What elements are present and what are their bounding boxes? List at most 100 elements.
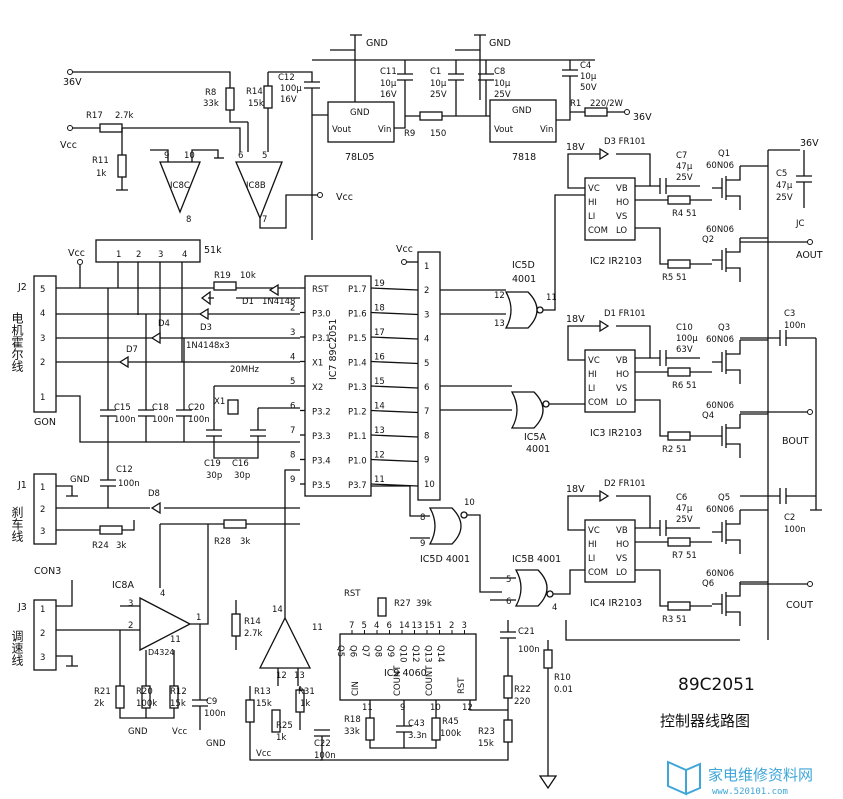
driver-pin-right: LO <box>616 398 627 408</box>
mcu-pin-name-left: RST <box>312 285 329 295</box>
counter-pin9: 9 <box>400 703 405 713</box>
mcu-pin-num-right: 13 <box>374 426 385 436</box>
c1-value: 10μ <box>430 79 447 89</box>
ic5d-bottom-pin9: 9 <box>420 539 425 549</box>
c11-value: 10μ <box>380 79 397 89</box>
r10-ref: R10 <box>554 673 571 683</box>
mosfet-ref: Q5 <box>718 493 730 503</box>
opamp4-pin13: 13 <box>294 671 305 681</box>
c43-ref: C43 <box>408 719 425 729</box>
resistor-r17 <box>99 123 123 133</box>
connector-10pin-num: 8 <box>424 431 429 441</box>
counter-pin-num: 5 <box>362 621 367 631</box>
resistor-r25 <box>295 689 305 713</box>
cap-c11 <box>394 60 413 129</box>
driver-pin-left: VC <box>588 356 600 366</box>
driver-pin-right: VS <box>616 212 627 222</box>
connector-10pin-num: 5 <box>424 359 429 369</box>
resistor-r11 <box>117 154 127 178</box>
cap-c15 <box>100 288 116 442</box>
ic5d-top-pin13: 13 <box>494 319 505 329</box>
driver-18v-label: 18V <box>566 314 585 325</box>
wire-ic5d-bottom <box>371 485 502 593</box>
ic5a-ref: IC5A <box>524 432 546 443</box>
mcu-pin-num-left: 7 <box>290 426 295 436</box>
c9-value: 100n <box>204 709 226 719</box>
mosfet-ref: Q1 <box>718 149 730 159</box>
c43-value: 3.3n <box>408 731 427 741</box>
mcu-pin-name-left: P3.4 <box>312 457 331 467</box>
cap-c1 <box>448 60 464 116</box>
mcu-pin-num-left: 9 <box>290 475 295 485</box>
mcu-pin-num-left: 6 <box>290 402 295 412</box>
ic5d-bottom-pin8: 8 <box>420 513 425 523</box>
regulator-78l05 <box>327 101 395 143</box>
j2-name: 电机霍尔线 <box>10 312 24 372</box>
c16-ref: C16 <box>232 459 249 469</box>
title-caption: 控制器线路图 <box>660 712 750 730</box>
bootstrap-cap-value: 47μ <box>676 162 693 172</box>
gate-resistor-low-label: R3 51 <box>662 615 687 625</box>
mcu-pin-name-right: P1.4 <box>348 359 367 369</box>
ic8a-pin2: 2 <box>128 621 133 631</box>
r19-value: 10k <box>240 271 256 281</box>
mcu-pin-num-right: 14 <box>374 402 385 412</box>
wire-gnd-hall <box>56 395 300 443</box>
bootstrap-cap-ref: C7 <box>676 151 687 161</box>
ic8a-gnd-label: GND <box>128 727 148 737</box>
c21-value: 100n <box>518 645 540 655</box>
gate-ic5d-bottom-bubble <box>460 511 468 519</box>
driver-ref: IC2 IR2103 <box>590 256 642 267</box>
driver-pin-left: VC <box>588 184 600 194</box>
c22-value: 100n <box>314 751 336 761</box>
ic8b-pin5: 5 <box>262 151 267 161</box>
r12-ref: R20 <box>136 687 153 697</box>
c11-ref: C11 <box>380 67 397 77</box>
j2-pin2: 2 <box>40 358 45 368</box>
diode-array-label: 1N4148x3 <box>186 341 230 351</box>
vcc-terminal-r17 <box>67 125 73 131</box>
vcc-label-r17: Vcc <box>60 140 77 151</box>
r14-ref: R14 <box>246 87 263 97</box>
mcu-pin-name-left: P3.0 <box>312 310 331 320</box>
mcu-pin-num-left: 3 <box>290 328 295 338</box>
c9-gnd-label: GND <box>206 739 226 749</box>
r8-ref: R8 <box>205 88 216 98</box>
r25-value: 1k <box>300 699 310 709</box>
mosfet-symbol <box>712 166 741 210</box>
r18-value: 33k <box>344 727 360 737</box>
mcu-pin-name-right: P1.0 <box>348 457 367 467</box>
c12-ref: C12 <box>278 73 295 83</box>
mcu-pin-wire-right <box>370 287 419 291</box>
mosfet-part: 60N06 <box>706 569 734 579</box>
wire-r14 <box>247 72 269 152</box>
driver-supply-wire <box>567 153 651 189</box>
j2-pin1: 1 <box>40 393 45 403</box>
mosfet-ref: Q3 <box>718 323 730 333</box>
title-model: 89C2051 <box>678 675 755 695</box>
ic8b-pin7: 7 <box>262 215 267 225</box>
bootstrap-diode <box>599 489 610 503</box>
resistor-r45 <box>431 717 441 741</box>
resistor-r24 <box>99 525 123 535</box>
r1-value: 220/2W <box>590 99 623 109</box>
counter-pin-num: 2 <box>449 621 454 631</box>
c12-rating: 16V <box>280 95 297 105</box>
rnet-pin3: 3 <box>158 250 163 260</box>
resistor-r31 <box>245 699 255 723</box>
ir2103-driver-2 <box>584 349 636 413</box>
mcu-pin-wire-right <box>370 434 419 438</box>
mcu-pin-name-right: P1.7 <box>348 285 367 295</box>
counter-pin-num: 15 <box>424 621 435 631</box>
wire-phase-outputs <box>740 241 808 585</box>
mcu-pin-num-right: 19 <box>374 279 385 289</box>
connector-j1 <box>33 473 57 545</box>
counter-4060 <box>339 633 477 701</box>
bootstrap-diode <box>599 147 610 161</box>
mcu-pin-name-right: P1.5 <box>348 334 367 344</box>
j2-ref: J2 <box>17 282 27 293</box>
r21-value: 39k <box>416 599 432 609</box>
wire-r20-r13 <box>119 708 175 719</box>
counter-pin-num: 1 <box>437 621 442 631</box>
